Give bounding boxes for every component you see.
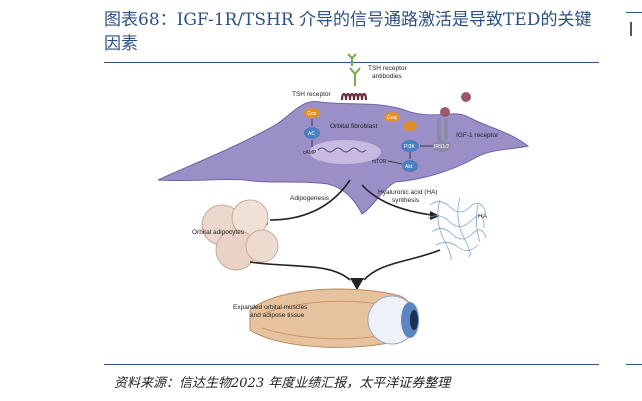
ha-synthesis-label-line2: synthesis (392, 197, 420, 204)
tsh-antibodies-label-line2: antibodies (372, 73, 402, 80)
mtor-label: mTOR (372, 159, 387, 165)
pi3k-node (401, 140, 419, 152)
dna-strand (317, 147, 367, 153)
pi3k-label: PI3K (404, 144, 416, 150)
arrow-ha-to-eye (363, 249, 441, 281)
gaq-node (384, 112, 400, 122)
camp-label: cAMP (303, 150, 317, 156)
igf1-receptor-label: IGF-1 receptor (456, 132, 499, 139)
right-edge-rule-bottom (626, 364, 642, 365)
irs12-node (433, 140, 451, 152)
akt-label: Akt (405, 164, 413, 170)
igf1-ligand-icon (440, 107, 450, 117)
ha-label: HA (478, 213, 488, 220)
figure-source: 资料来源：信达生物2023 年度业绩汇报，太平洋证券整理 (114, 376, 451, 391)
orbital-fibroblast-label: Orbital fibroblast (330, 123, 378, 130)
igf1-receptor-icon (437, 118, 441, 140)
irs12-label: IRS1/2 (434, 144, 450, 150)
ha-mesh-illustration (427, 197, 487, 261)
expanded-label-line1: Expanded orbital muscles (233, 304, 308, 311)
figure-title: 图表68：IGF-1R/TSHR 介导的信号通路激活是导致TED的关键因素 (104, 10, 592, 54)
small-node (403, 121, 417, 131)
gas-label: Gαs (307, 111, 317, 117)
antibody-icon-top (347, 53, 357, 66)
tsh-receptor-label: TSH receptor (292, 91, 331, 98)
orbital-adipocytes-label: Orbital adipocytes (192, 229, 245, 236)
right-edge-mark (630, 22, 640, 36)
tsh-antibodies-label-line1: TSH receptor (368, 65, 407, 72)
ac-label: AC (308, 131, 315, 137)
gaq-label: Gαq (387, 115, 397, 121)
arrowhead-eye (350, 278, 364, 290)
tsh-receptor-antibody-icon (349, 67, 361, 86)
orbital-adipocytes-illustration (201, 199, 279, 271)
bottom-rule (104, 364, 599, 365)
adipogenesis-label: Adipogenesis (290, 195, 330, 202)
ha-synthesis-label-line1: Hyaluronic acid (HA) (378, 189, 438, 196)
arrow-to-ha (361, 184, 433, 216)
ac-node (304, 127, 320, 139)
akt-node (402, 160, 418, 172)
igf1-receptor-icon-2 (444, 118, 448, 140)
arrow-akt-mtor (387, 160, 403, 165)
arrow-adipocytes-to-eye (249, 261, 351, 281)
tsh-receptor-icon (341, 93, 367, 101)
igf1-ligand-free-icon (461, 92, 471, 102)
gas-node (304, 108, 320, 118)
right-edge-rule-top (626, 12, 642, 13)
eye-illustration (249, 288, 419, 348)
expanded-label-line2: and adipose tissue (250, 312, 305, 319)
arrow-to-adipogenesis (269, 179, 351, 221)
